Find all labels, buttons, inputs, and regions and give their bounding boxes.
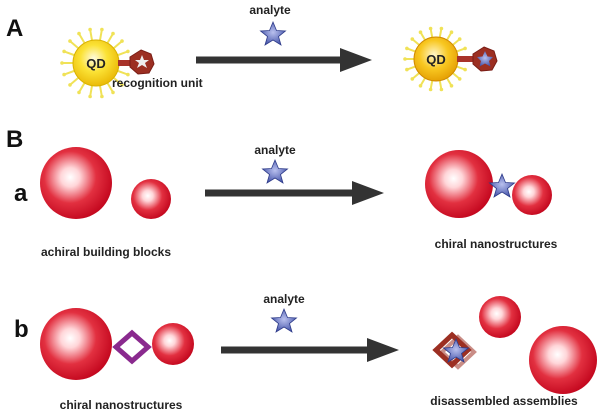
ligand-ray: [106, 33, 114, 45]
analyte-label-a: analyte: [249, 3, 291, 17]
quantum-dot-after: QD: [403, 26, 467, 92]
ligand-tip: [418, 30, 423, 34]
ligand-tip: [463, 46, 467, 51]
ligand-ray: [106, 81, 114, 93]
ligand-tip: [410, 77, 415, 81]
recognition-unit-label: recognition unit: [112, 76, 203, 90]
ligand-tip: [111, 90, 115, 95]
panel-b-b-letter: b: [14, 316, 29, 343]
ligand-ray: [78, 81, 86, 93]
ligand-ray: [116, 69, 129, 76]
reaction-arrow-a: [196, 48, 372, 72]
ligand-ray: [98, 29, 103, 42]
large-sphere-building-block: [40, 147, 112, 219]
ligand-tip: [428, 87, 433, 92]
ligand-tip: [60, 61, 64, 65]
ligand-tip: [439, 26, 444, 31]
panel-b-letter: B: [6, 126, 23, 153]
small-sphere-linked: [152, 323, 194, 365]
analyte-star-icon: [270, 307, 298, 333]
panel-a: A QD recognition unit analyte QD: [6, 3, 498, 99]
ligand-tip: [126, 72, 130, 77]
ligand-ray: [89, 84, 94, 97]
achiral-caption: achiral building blocks: [41, 245, 171, 259]
linker-diamond-icon: [112, 329, 152, 365]
small-sphere-assembled: [512, 175, 552, 215]
free-small-sphere: [479, 296, 521, 338]
large-sphere-linked: [40, 308, 112, 380]
ligand-tip: [88, 94, 92, 99]
reaction-arrow-bb: [221, 338, 399, 362]
ligand-tip: [463, 67, 467, 72]
ligand-tip: [428, 26, 433, 31]
large-sphere-assembled: [425, 150, 493, 218]
ligand-tip: [100, 94, 104, 99]
ligand-ray: [63, 69, 76, 76]
ligand-tip: [100, 27, 104, 32]
analyte-label-bb: analyte: [263, 292, 305, 306]
linker-bar-after: [457, 56, 473, 62]
free-large-sphere: [529, 326, 597, 394]
linker-bar: [118, 60, 134, 66]
small-sphere-building-block: [131, 179, 171, 219]
panel-b-b: b chiral nanostructures analyte disassem…: [14, 292, 597, 412]
ligand-ray: [69, 76, 80, 86]
ligand-ray: [112, 76, 123, 86]
ligand-tip: [77, 90, 81, 95]
ligand-tip: [410, 37, 415, 41]
bound-analyte-star-icon: [488, 172, 516, 198]
qd-label: QD: [86, 56, 106, 71]
reaction-arrow-ba: [205, 181, 384, 205]
qd-after-label: QD: [426, 52, 446, 67]
analyte-label-ba: analyte: [254, 143, 296, 157]
ligand-ray: [78, 33, 86, 45]
disassembled-caption: disassembled assemblies: [430, 394, 578, 408]
panel-a-letter: A: [6, 15, 23, 42]
ligand-ray: [63, 50, 76, 57]
linker-analyte-complex-icon: [432, 331, 477, 370]
ligand-tip: [68, 83, 72, 87]
ligand-tip: [120, 83, 124, 87]
ligand-tip: [62, 49, 66, 54]
ligand-tip: [68, 39, 72, 43]
recognition-unit-bound-icon: [472, 46, 498, 72]
ligand-tip: [439, 87, 444, 92]
ligand-tip: [126, 49, 130, 54]
ligand-tip: [88, 27, 92, 32]
ligand-tip: [405, 46, 409, 51]
ligand-ray: [116, 50, 129, 57]
ligand-ray: [98, 84, 103, 97]
ligand-tip: [457, 77, 462, 81]
ligand-ray: [69, 40, 80, 50]
ligand-ray: [112, 40, 123, 50]
analyte-star-icon: [261, 158, 289, 184]
chiral-caption-a: chiral nanostructures: [435, 237, 558, 251]
panel-b-a: a achiral building blocks analyte chiral…: [14, 143, 558, 259]
analyte-star-icon: [259, 20, 287, 46]
ligand-tip: [449, 84, 454, 88]
ligand-tip: [405, 67, 409, 72]
panel-b-a-letter: a: [14, 180, 28, 207]
chiral-caption-b: chiral nanostructures: [60, 398, 183, 412]
ligand-tip: [449, 30, 454, 34]
ligand-tip: [120, 39, 124, 43]
recognition-unit-icon: [129, 49, 155, 75]
ligand-tip: [77, 31, 81, 36]
ligand-tip: [418, 84, 423, 88]
ligand-tip: [403, 57, 407, 61]
ligand-ray: [89, 29, 94, 42]
ligand-tip: [111, 31, 115, 36]
ligand-tip: [457, 37, 462, 41]
ligand-tip: [62, 72, 66, 77]
quantum-dot-before: QD: [60, 27, 130, 99]
